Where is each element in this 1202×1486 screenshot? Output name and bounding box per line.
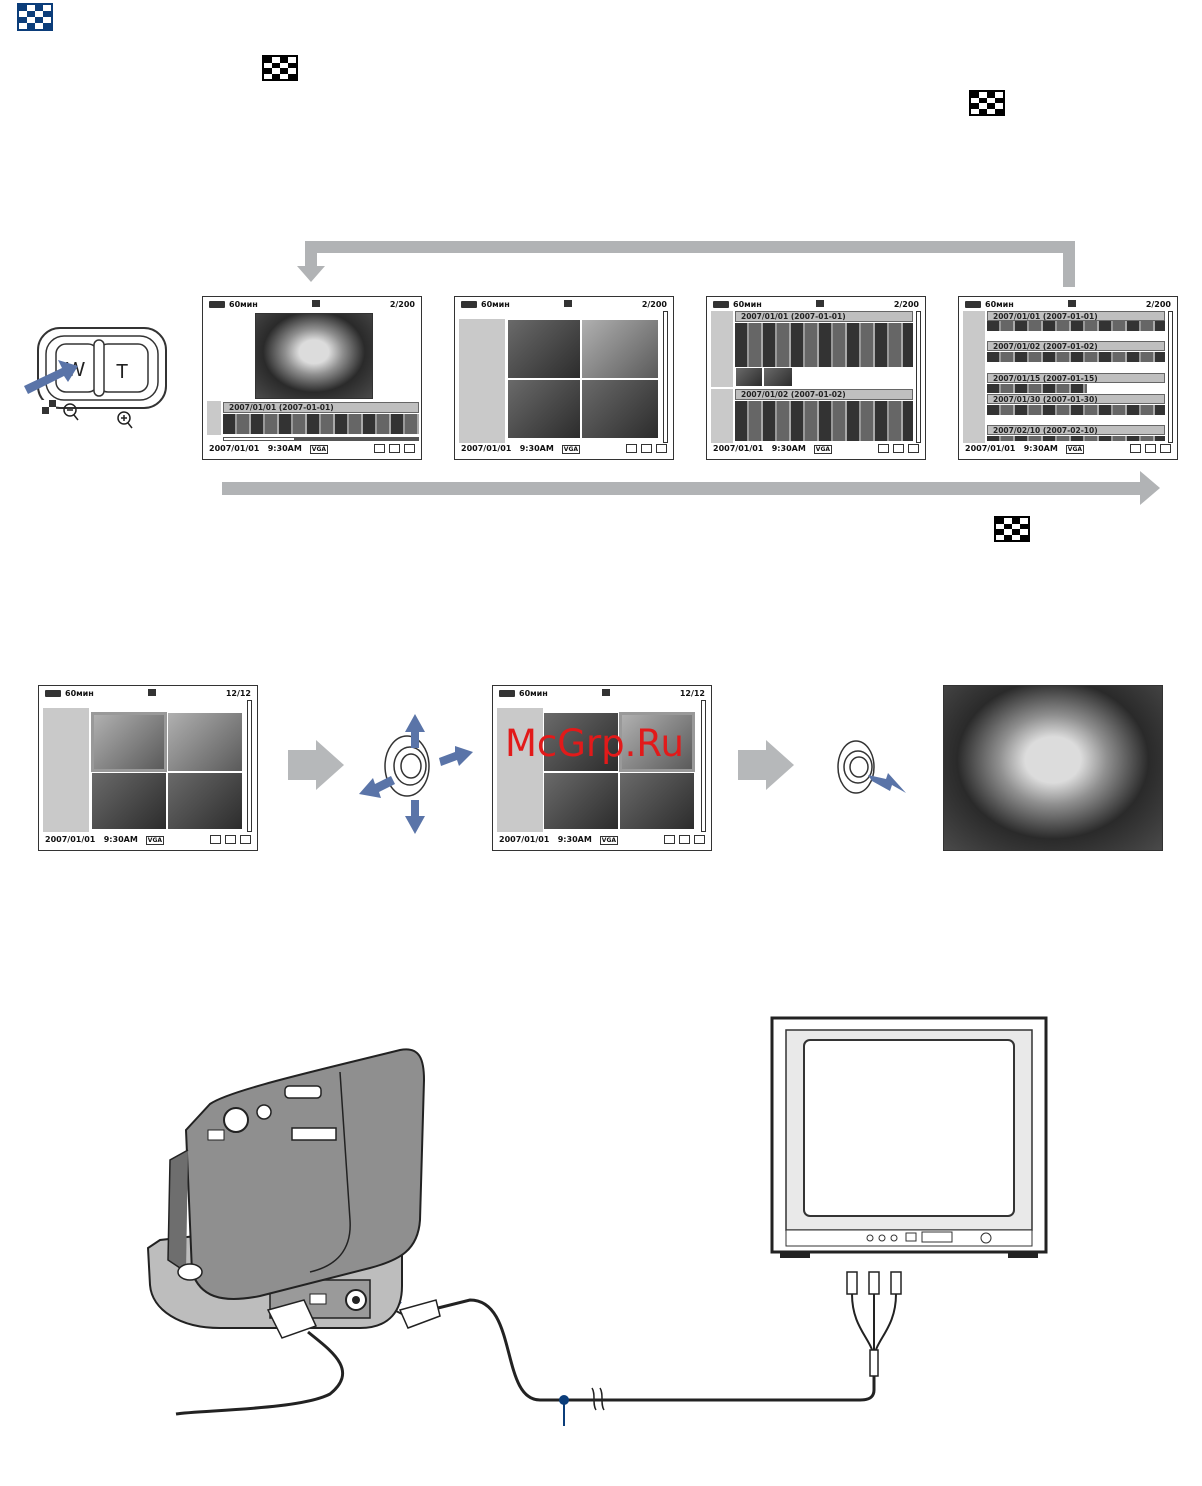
battery-icon	[209, 301, 225, 308]
tv-controls	[866, 1231, 992, 1244]
index-checker-icon	[969, 90, 1005, 116]
view-mode-icon	[312, 300, 320, 307]
forward-arrow	[222, 482, 1142, 495]
zoom-in-icon	[117, 411, 133, 429]
date-band: 2007/01/01 (2007-01-01)	[223, 402, 419, 413]
return-arrow-head	[297, 266, 325, 282]
index-checker-icon	[17, 3, 53, 31]
forward-arrow-head	[1140, 471, 1160, 505]
return-arrow-right-leg	[1063, 241, 1075, 287]
zoom-lever-illustration: W T	[24, 327, 167, 429]
watermark: McGrp.Ru	[505, 722, 684, 765]
index-checker-icon	[262, 55, 298, 81]
thumbnail-strip	[223, 414, 419, 434]
preview-photo	[255, 313, 373, 399]
step-arrow	[738, 740, 798, 790]
multi-selector-press-illustration	[837, 740, 906, 794]
return-arrow	[305, 241, 1075, 253]
return-arrow-left-leg	[305, 241, 317, 267]
zoom-tele-label: T	[116, 361, 128, 383]
multi-selector-illustration	[359, 714, 473, 834]
camera-tv-connection-illustration	[146, 1016, 1048, 1426]
full-screen-photo	[943, 685, 1163, 851]
index-checker-icon	[994, 516, 1030, 542]
zoom-out-icon	[63, 403, 79, 421]
step-arrow	[288, 740, 348, 790]
image-counter: 2/200	[389, 300, 415, 309]
